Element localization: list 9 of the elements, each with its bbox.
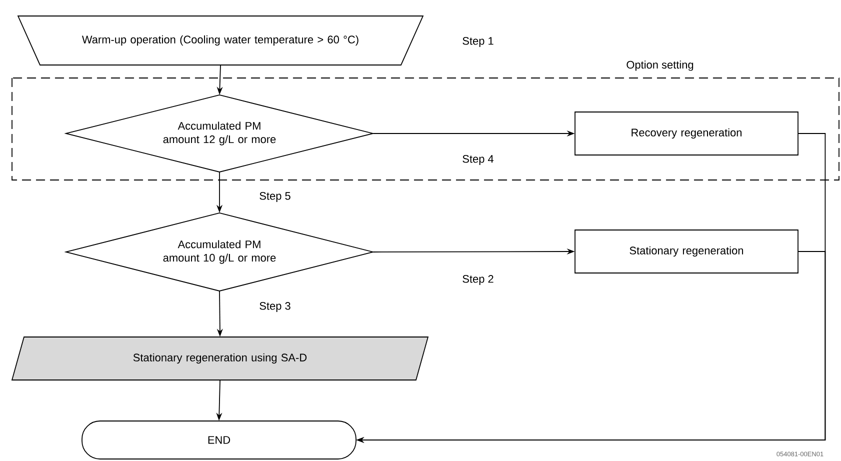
process-box: Stationary regeneration (574, 230, 798, 274)
step-label: Step 4 (462, 155, 494, 165)
step-label: Step 3 (260, 302, 290, 312)
process-box: Recovery regeneration (574, 112, 798, 156)
node-label: Option setting (626, 60, 694, 71)
step-label: Step 5 (260, 192, 290, 202)
step-label: Step 2 (462, 275, 494, 285)
step-label: Step 1 (462, 37, 494, 47)
terminator-box: END (82, 420, 356, 460)
